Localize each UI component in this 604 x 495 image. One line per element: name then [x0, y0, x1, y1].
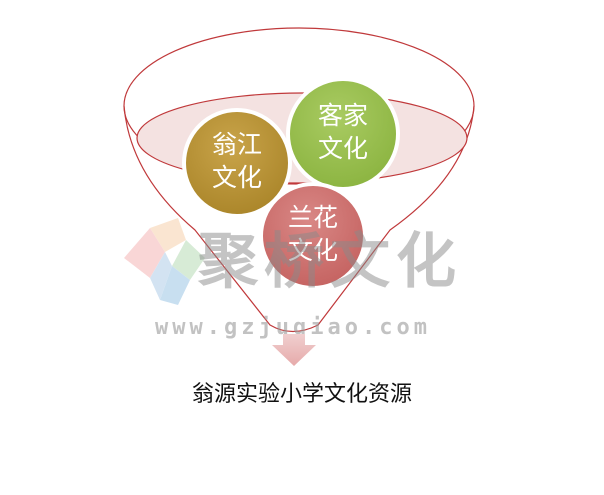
circle-hakka-label-line2: 文化	[318, 134, 368, 163]
down-arrow-icon	[272, 334, 316, 366]
circle-hakka-label-line1: 客家	[318, 101, 368, 130]
circle-orchid-label-line2: 文化	[288, 236, 338, 265]
circle-orchid-label-line1: 兰花	[288, 203, 338, 232]
watermark-logo-icon	[124, 218, 205, 305]
watermark-brand-text: 聚桥文化	[197, 227, 462, 297]
funnel-outline	[123, 105, 475, 333]
circle-weng-jiang-culture	[182, 108, 292, 218]
circle-weng-jiang-label-line1: 翁江	[212, 130, 262, 159]
circle-hakka-culture	[286, 77, 400, 191]
circle-weng-jiang-label-line2: 文化	[212, 163, 262, 192]
circle-orchid-culture	[259, 182, 367, 290]
diagram-caption: 翁源实验小学文化资源	[191, 382, 412, 407]
